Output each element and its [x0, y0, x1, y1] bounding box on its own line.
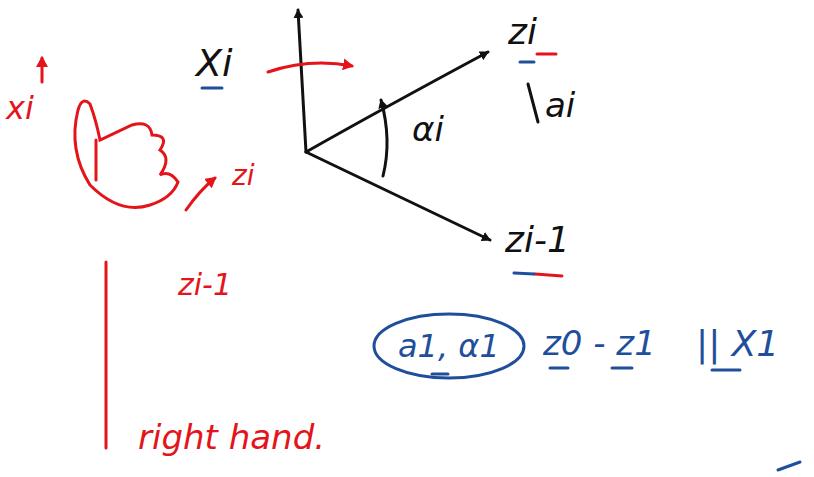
note-text: a1, α1 [398, 330, 500, 362]
handwritten-label: right hand. [138, 420, 325, 454]
handwritten-label: zi [232, 162, 254, 190]
handwritten-label: z0 - z1 [543, 326, 656, 360]
handwritten-label: xi [6, 92, 34, 124]
handwritten-label: ai [545, 88, 575, 122]
handwritten-label: zi-1 [178, 270, 232, 300]
handwritten-label: zi [508, 14, 537, 50]
handwritten-label: αi [412, 112, 444, 146]
frame-axes [298, 10, 538, 240]
handwritten-label: Xi [196, 44, 233, 82]
blue-underlines [202, 62, 800, 470]
handwritten-label: || X1 [696, 326, 779, 362]
red-annotations [42, 54, 562, 448]
ellipse-shape [374, 314, 524, 378]
handwritten-label: zi-1 [505, 222, 570, 258]
circled-note: a1, α1 [372, 312, 526, 380]
